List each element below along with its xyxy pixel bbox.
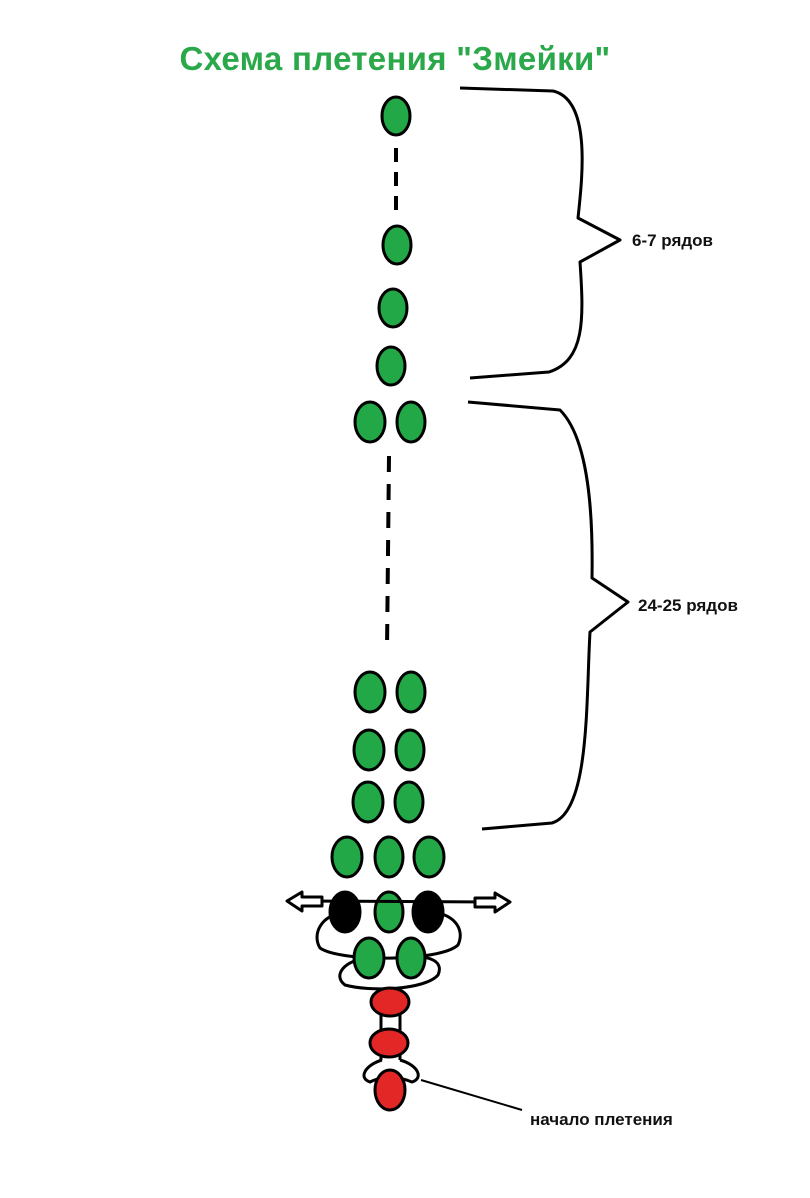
right-arrow-icon	[473, 891, 512, 914]
green-bead	[381, 224, 413, 266]
diagram-title: Схема плетения "Змейки"	[179, 40, 611, 77]
black-bead	[411, 890, 445, 934]
green-bead	[377, 287, 409, 329]
red-bead	[369, 986, 411, 1018]
upper-bracket-label: 6-7 рядов	[632, 231, 713, 250]
green-bead	[412, 835, 446, 879]
arrow-row	[285, 890, 512, 934]
green-bead	[373, 835, 405, 879]
lower-brace	[467, 400, 630, 831]
green-bead	[395, 936, 427, 980]
red-bead	[368, 1027, 410, 1059]
upper-brace	[459, 86, 622, 380]
lower-green-pair	[352, 936, 427, 980]
green-bead	[380, 95, 412, 137]
two-column-beads	[351, 400, 427, 824]
green-bead	[375, 345, 407, 387]
red-start-beads	[362, 986, 420, 1112]
start-pointer-line	[420, 1079, 523, 1111]
green-bead	[351, 780, 385, 824]
green-bead	[352, 936, 386, 980]
black-bead	[328, 890, 362, 934]
green-bead	[395, 670, 427, 714]
middle-dashed-line	[385, 455, 391, 651]
upper-single-beads	[375, 95, 413, 387]
green-bead	[394, 728, 426, 772]
green-bead	[353, 670, 387, 714]
thread-line	[299, 899, 491, 904]
green-bead	[330, 835, 364, 879]
green-bead	[352, 728, 386, 772]
green-bead	[395, 400, 427, 444]
green-bead	[353, 400, 387, 444]
three-bead-row	[330, 835, 446, 879]
green-bead	[393, 780, 425, 824]
red-bead	[373, 1068, 407, 1112]
lower-bracket-label: 24-25 рядов	[638, 596, 738, 615]
left-arrow-icon	[285, 890, 324, 913]
start-label: начало плетения	[530, 1110, 673, 1129]
green-bead	[373, 890, 405, 934]
